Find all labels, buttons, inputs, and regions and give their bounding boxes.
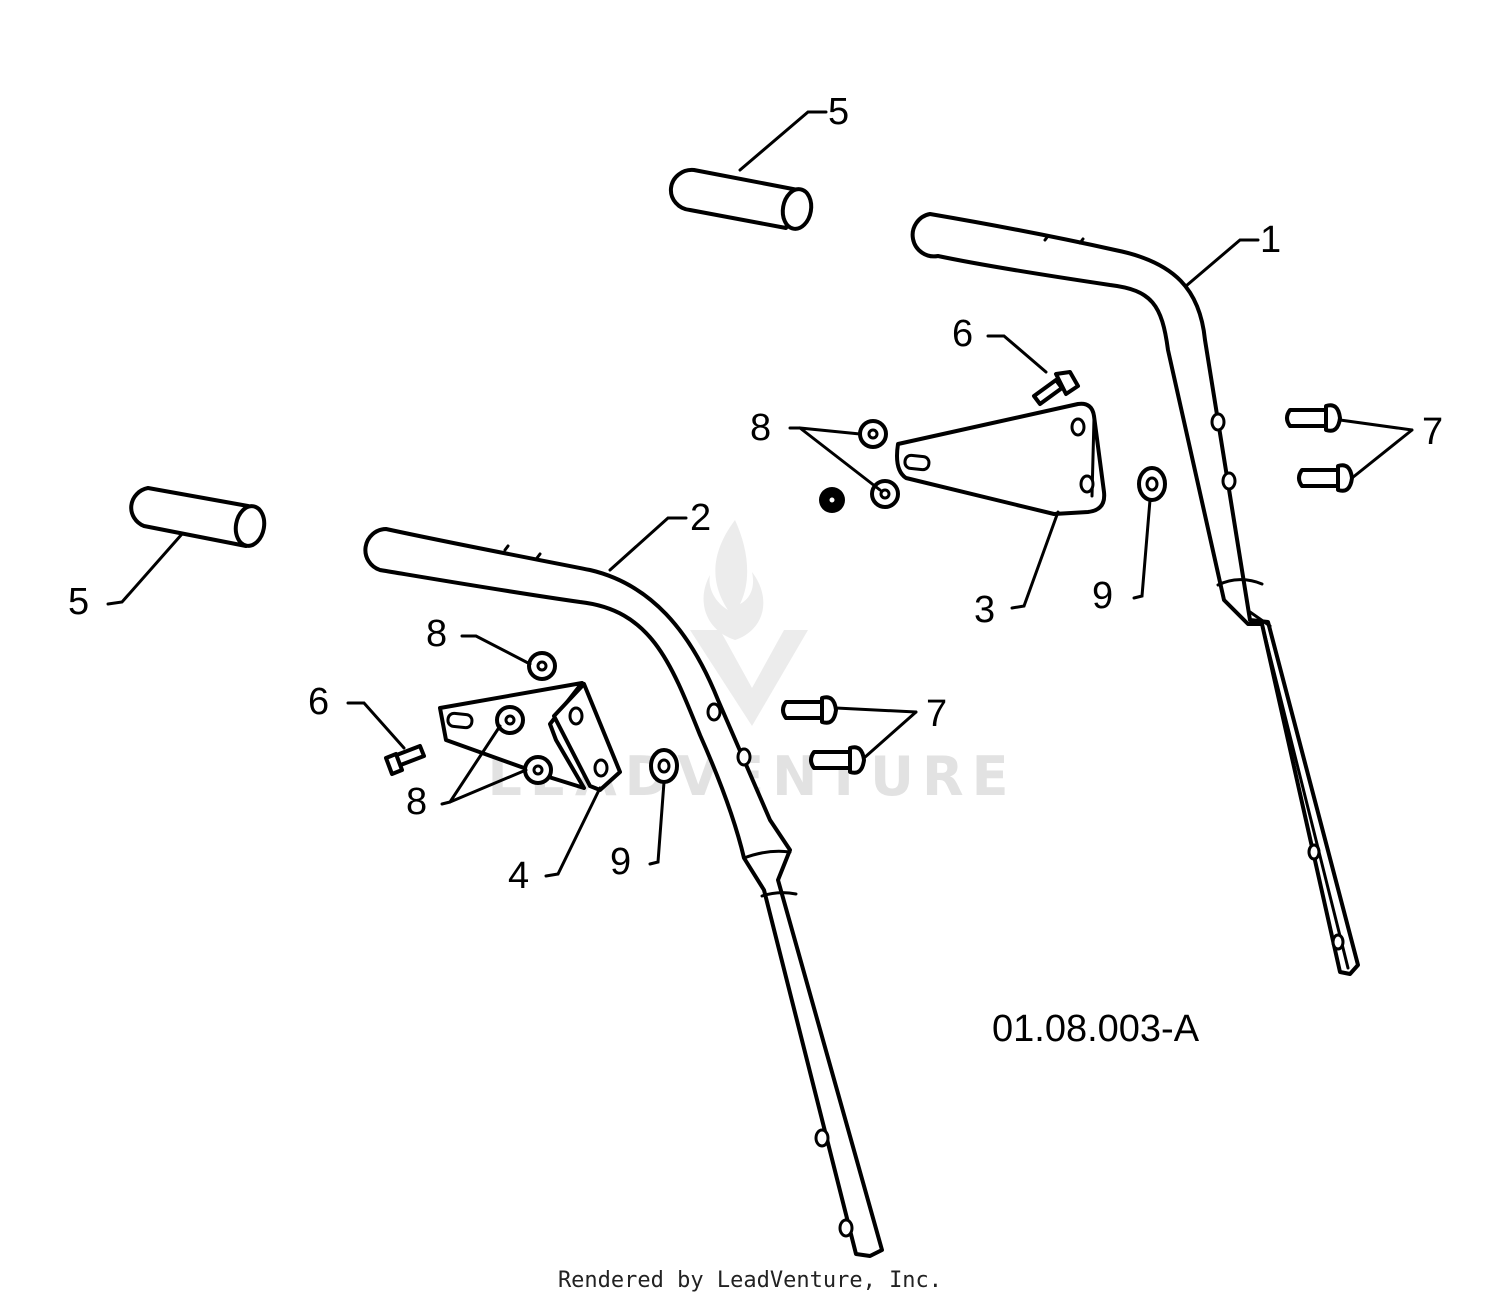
flame-logo-icon (703, 520, 764, 640)
washer-upper (1137, 466, 1167, 502)
callout-5-upper: 5 (828, 91, 849, 133)
callout-1: 1 (1260, 219, 1281, 261)
callout-8-lower: 8 (406, 781, 427, 823)
bolt-upper (1032, 370, 1080, 406)
nuts-upper (819, 419, 900, 513)
footer-credit: Rendered by LeadVenture, Inc. (557, 1268, 943, 1293)
callout-2: 2 (690, 497, 711, 539)
v-logo-icon (690, 630, 808, 726)
callout-8-upper: 8 (750, 407, 771, 449)
leader-lines (106, 110, 1414, 878)
drawing-code: 01.08.003-A (992, 1008, 1200, 1050)
callout-6-upper: 6 (952, 313, 973, 355)
washer-lower (649, 748, 679, 784)
callout-6-lower: 6 (308, 681, 329, 723)
callout-9-lower: 9 (610, 841, 631, 883)
handle-right (910, 212, 1360, 976)
handle-left (363, 527, 884, 1258)
callout-9-upper: 9 (1092, 575, 1113, 617)
callout-4: 4 (508, 855, 529, 897)
bolt-lower (384, 744, 426, 776)
bolts-upper-pair (1285, 403, 1354, 493)
handle-grip-lower (129, 486, 267, 548)
bracket-right (895, 401, 1107, 516)
callout-3: 3 (974, 589, 995, 631)
callout-8-middle: 8 (426, 613, 447, 655)
callout-labels: 1 2 3 4 5 5 6 6 7 7 8 8 8 9 9 (68, 91, 1443, 897)
handle-grip-upper (668, 167, 814, 231)
callout-7-lower: 7 (926, 693, 947, 735)
bolts-lower-pair (781, 695, 866, 775)
callout-5-lower: 5 (68, 581, 89, 623)
callout-7-upper: 7 (1422, 411, 1443, 453)
